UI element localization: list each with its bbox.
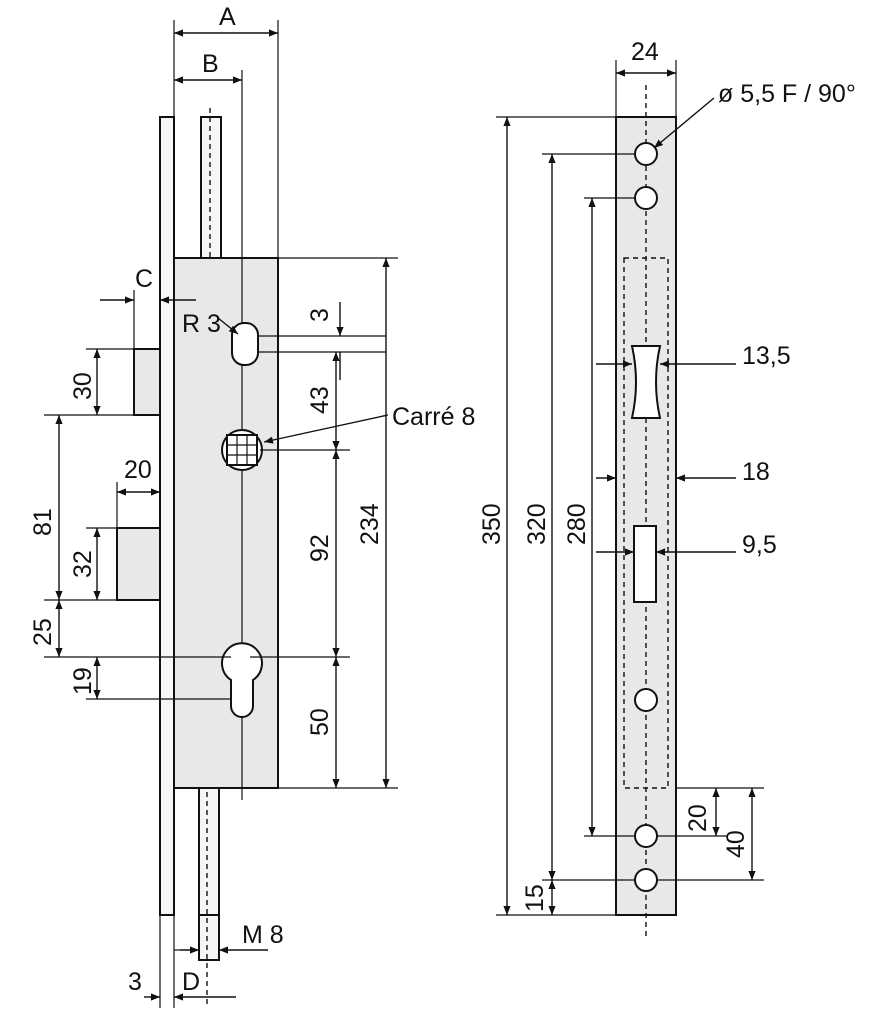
dim-label-18: 18: [742, 458, 770, 486]
dim-label-320: 320: [523, 503, 551, 545]
dim-label-20-side: 20: [124, 456, 152, 484]
dim-label-81: 81: [29, 508, 57, 536]
label-carre: Carré 8: [392, 403, 475, 431]
dim-label-92: 92: [306, 534, 334, 562]
dim-label-30: 30: [69, 372, 97, 400]
dim-label-19: 19: [69, 667, 97, 695]
dim-label-13-5: 13,5: [742, 342, 791, 370]
dim-label-280: 280: [563, 503, 591, 545]
dim-label-c: C: [135, 265, 153, 293]
threaded-end: [198, 914, 220, 961]
cylinder-hole: [221, 642, 263, 718]
square-follower: [221, 429, 263, 471]
bolt-opening: [633, 525, 657, 603]
latch-opening: [630, 345, 662, 419]
faceplate: [159, 116, 175, 916]
screw-hole: [634, 824, 658, 848]
lock-case: [173, 257, 279, 789]
screw-hole: [634, 142, 658, 166]
lower-rod: [198, 787, 220, 919]
dim-label-m8: M 8: [242, 921, 284, 949]
dim-label-350: 350: [478, 503, 506, 545]
dim-label-50: 50: [306, 708, 334, 736]
slot-r3: [231, 322, 259, 366]
dim-label-43: 43: [306, 386, 334, 414]
dead-bolt: [116, 527, 161, 601]
dim-label-24: 24: [631, 38, 659, 66]
dim-label-32: 32: [69, 550, 97, 578]
dim-label-234: 234: [356, 503, 384, 545]
label-hole-spec: ø 5,5 F / 90°: [718, 80, 856, 108]
dim-label-20-front: 20: [684, 804, 712, 832]
dim-label-25: 25: [29, 618, 57, 646]
side-view: A B C R 3 Carré 8 M 8 D 3 20 3 43 92 50 …: [29, 3, 475, 1008]
dim-label-b: B: [202, 50, 219, 78]
dim-label-3-top: 3: [306, 308, 334, 322]
dim-label-40: 40: [722, 830, 750, 858]
front-view: 24 ø 5,5 F / 90° 13,5 18 9,5 350 320 280…: [478, 38, 856, 940]
dim-label-d: D: [182, 968, 200, 996]
screw-hole: [634, 186, 658, 210]
dim-label-15: 15: [521, 884, 549, 912]
latch-bolt: [133, 348, 161, 416]
dim-label-9-5: 9,5: [742, 531, 777, 559]
hidden-lock-case: [623, 257, 669, 789]
screw-hole: [634, 868, 658, 892]
screw-hole: [634, 688, 658, 712]
front-strip: [615, 116, 677, 916]
dim-label-3-bottom: 3: [128, 968, 142, 996]
dim-label-a: A: [219, 3, 236, 31]
upper-rod: [200, 116, 222, 259]
dim-label-r3: R 3: [182, 310, 221, 338]
